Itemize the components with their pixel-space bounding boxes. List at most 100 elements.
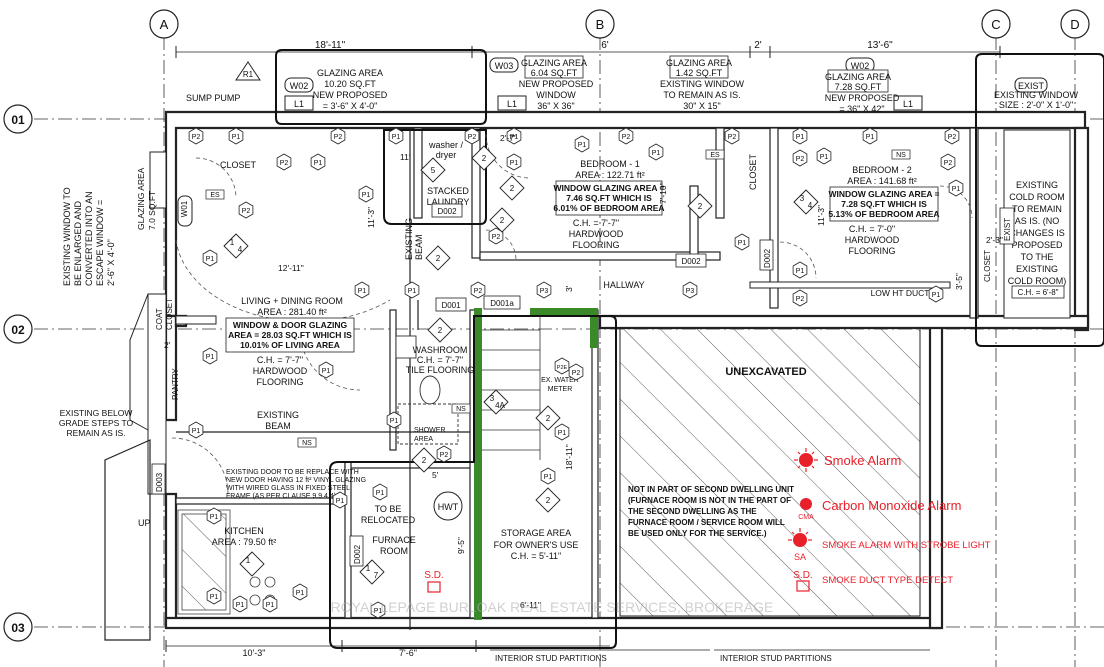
fixture-marker-label-16: P2	[796, 156, 805, 163]
fixture-marker-label-49: P2	[440, 452, 449, 459]
fixture-marker-label-45: P1	[236, 602, 245, 609]
dim-top-1: 18'-11"	[315, 40, 346, 51]
fixture-marker-label-1: P1	[232, 134, 241, 141]
fixture-marker-label-10: P1	[578, 142, 587, 149]
hallway-label: HALLWAY	[603, 280, 644, 290]
cold-room-line-6: PROPOSED	[1011, 240, 1063, 250]
coat-closet-1: COAT	[155, 308, 164, 330]
dim-11-3-b: 11'-3"	[816, 205, 826, 226]
glazing-4-line-1: GLAZING AREA	[825, 72, 891, 82]
fixture-marker-46	[262, 595, 278, 613]
dim-7-10: 7'-10"	[658, 182, 668, 204]
fixture-marker-label-3: P1	[314, 160, 323, 167]
assembly-marker-label-10-0: 3	[490, 394, 495, 403]
dim-6-11: 6'-11"	[520, 600, 541, 610]
glazing-2-line-3: NEW PROPOSED	[519, 79, 594, 89]
glazing-3-line-4: TO REMAIN AS IS.	[663, 90, 740, 100]
door-note-3: WITH WIRED GLASS IN FIXED STEEL	[226, 485, 350, 492]
fixture-marker-label-27: P1	[738, 240, 747, 247]
fixture-marker-6	[358, 185, 374, 203]
fixture-marker-label-15: P1	[820, 154, 829, 161]
assembly-marker-label-7-0: 3	[800, 194, 805, 203]
water-meter-2: METER	[548, 386, 573, 393]
legend-abbr-co: CMA	[798, 514, 814, 521]
legend-abbr-duct: S.D.	[793, 570, 812, 581]
fixture-marker-label-42: P1	[336, 498, 345, 505]
washroom-floor: TILE FLOORING	[406, 365, 475, 375]
bedroom-2-floor-2: FLOORING	[848, 246, 895, 256]
dim-bottom-2: 7'-6"	[399, 648, 417, 658]
cold-room-line-1: EXISTING	[1016, 180, 1058, 190]
beam-label-vertical-2: BEAM	[414, 234, 424, 260]
dim-2-3: 2'-3"	[986, 235, 1003, 245]
tag-w01: W01	[180, 200, 189, 217]
closet-1-label: CLOSET	[220, 160, 257, 170]
washer-line-1: washer /	[428, 140, 464, 150]
washroom-ch: C.H. = 7'-7"	[417, 355, 463, 365]
fixture-marker-13	[724, 127, 740, 145]
dim-11-3-a: 11'-3"	[366, 207, 376, 228]
not-part-line-4: FURNACE ROOM / SERVICE ROOM WILL	[628, 518, 785, 527]
fixture-marker-label-11: P2	[622, 134, 631, 141]
grid-row-03: 03	[11, 621, 25, 635]
living-glazing-3: 10.01% OF LIVING AREA	[240, 340, 340, 350]
not-part-line-2: (FURNACE ROOM IS NOT IN THE PART OF	[628, 496, 791, 505]
misc-notes: LOW HT DUCT EX. WATER METER EXISTING DOO…	[226, 288, 929, 538]
assembly-marker-5	[489, 207, 515, 233]
bedroom-2-glazing-1: WINDOW GLAZING AREA =	[828, 189, 939, 199]
assembly-marker-label-13-0: 1	[246, 556, 251, 565]
fixture-marker-1	[228, 127, 244, 145]
fixture-marker-50	[386, 411, 402, 429]
storage-line-1: STORAGE AREA	[501, 528, 571, 538]
not-part-line-1: NOT IN PART OF SECOND DWELLING UNIT	[628, 485, 794, 494]
fixture-marker-44	[206, 587, 222, 605]
assembly-divider-12	[359, 559, 373, 573]
door-note-2: NEW DOOR HAVING 12 ft² VINYL GLAZING	[226, 477, 366, 484]
washer-line-2: dryer	[436, 150, 457, 160]
beam-label-vertical-1: EXISTING	[404, 218, 414, 260]
fixture-marker-17	[862, 127, 878, 145]
assembly-marker-3	[471, 145, 497, 171]
beam-label-2: BEAM	[265, 421, 291, 431]
cold-room: EXISTING COLD ROOM TO REMAIN AS IS. (NO …	[999, 129, 1071, 319]
fixture-marker-label-13: P2	[728, 134, 737, 141]
fixture-marker-label-9: P1	[510, 160, 519, 167]
fixture-marker-label-38: P1	[558, 430, 567, 437]
fixture-marker-23	[238, 201, 254, 219]
bedroom-2-name: BEDROOM - 2	[852, 165, 912, 175]
tag-w03: W03	[495, 61, 514, 71]
furnace-line-3: FURNACE	[372, 535, 416, 545]
interior-stud-1: INTERIOR STUD PARTITIONS	[495, 654, 607, 663]
fixture-marker-2	[276, 153, 292, 171]
fixture-marker-label-26: P2	[492, 234, 501, 241]
stair-highlight	[474, 308, 598, 620]
fixture-marker-31	[682, 281, 698, 299]
shower-line-2: AREA	[414, 436, 433, 443]
living-name: LIVING + DINING ROOM	[241, 296, 343, 306]
cold-room-line-7: TO THE	[1021, 252, 1054, 262]
water-meter-1: EX. WATER	[541, 377, 579, 384]
legend-co-alarm: CMA Carbon Monoxide Alarm	[798, 498, 961, 521]
tag-r1: R1	[243, 70, 254, 79]
closet-2-label: CLOSET	[748, 153, 758, 190]
fixture-marker-label-19: P2	[944, 160, 953, 167]
fixture-marker-label-4: P2	[334, 134, 343, 141]
fixture-marker-label-8: P1	[510, 134, 519, 141]
fixture-marker-label-7: P2	[468, 134, 477, 141]
assembly-marker-label-9-0: 2	[422, 456, 427, 465]
legend-label-co: Carbon Monoxide Alarm	[822, 498, 961, 513]
assembly-marker-11	[535, 405, 561, 431]
bedroom-1-glazing-1: WINDOW GLAZING AREA =	[553, 183, 664, 193]
ns-tag-1: NS	[896, 152, 906, 159]
fixture-marker-label-32: P2	[474, 288, 483, 295]
assembly-marker-label-3-0: 2	[482, 154, 487, 163]
sd-label-furnace: S.D.	[424, 570, 443, 581]
bedroom-1-ch: C.H. = 7'-7"	[573, 218, 619, 228]
fixture-marker-label-28: P1	[796, 268, 805, 275]
fixture-marker-4	[330, 127, 346, 145]
assembly-marker-label-2-0: 2	[436, 254, 441, 263]
legend-duct-detector: S.D. SMOKE DUCT TYPE DETECT	[793, 570, 953, 592]
fixture-marker-8	[506, 127, 522, 145]
below-steps-line-1: EXISTING BELOW	[60, 408, 133, 418]
